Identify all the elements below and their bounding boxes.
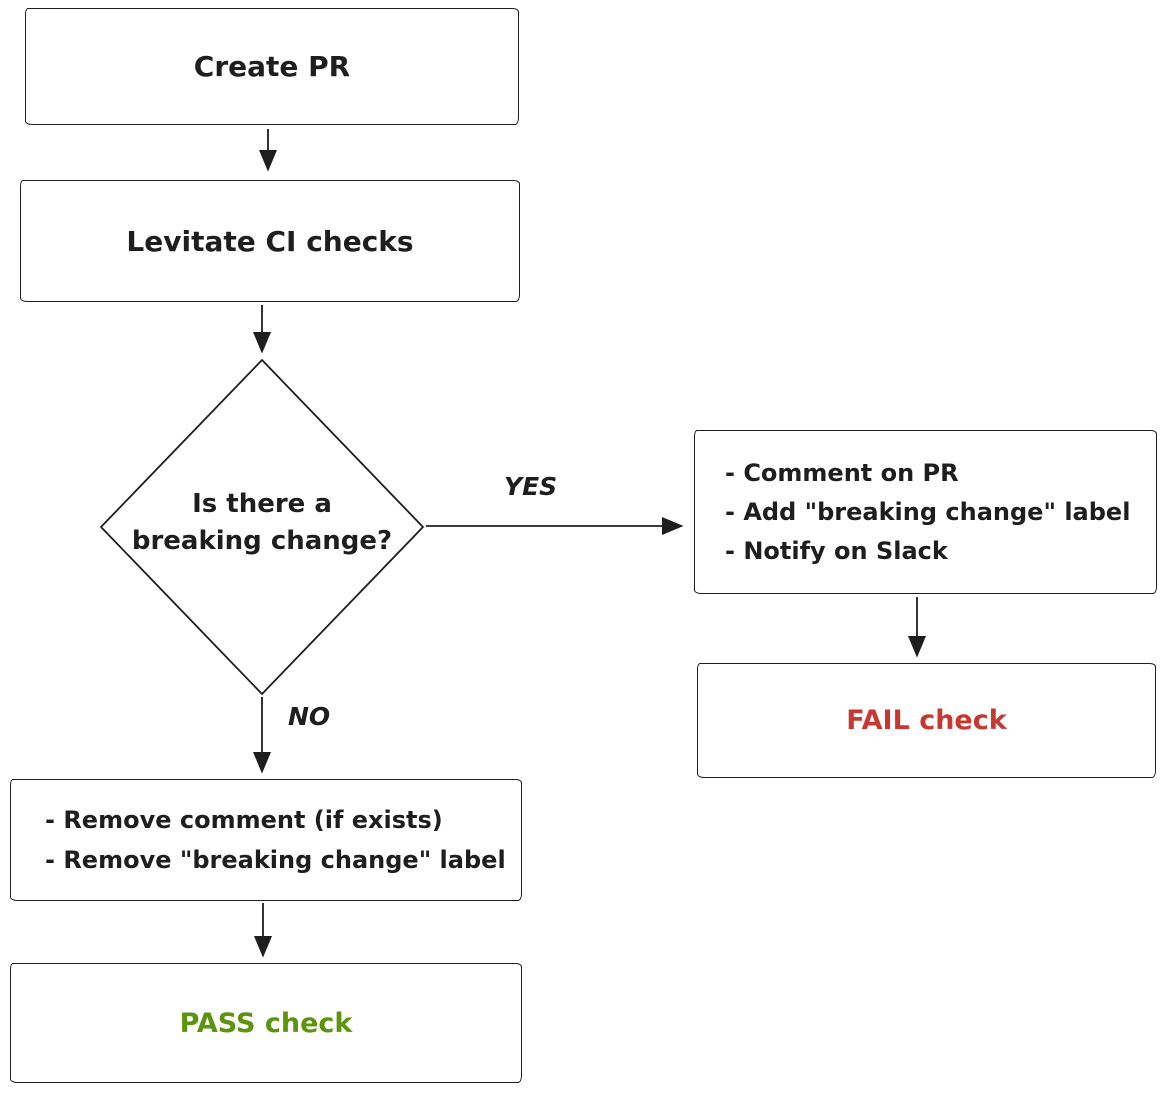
decision-breaking-change-label: Is there a breaking change? bbox=[131, 489, 393, 556]
node-fail-check: FAIL check bbox=[697, 663, 1156, 778]
node-yes-actions-label: - Comment on PR - Add "breaking change" … bbox=[725, 458, 1131, 565]
node-no-actions: - Remove comment (if exists) - Remove "b… bbox=[10, 779, 522, 901]
node-levitate-ci-checks: Levitate CI checks bbox=[20, 180, 520, 302]
edge-label-yes: YES bbox=[504, 472, 558, 501]
node-create-pr: Create PR bbox=[25, 8, 519, 125]
edge-label-no: NO bbox=[288, 702, 331, 731]
node-no-actions-label: - Remove comment (if exists) - Remove "b… bbox=[45, 806, 506, 874]
decision-diamond-shape bbox=[100, 359, 424, 695]
node-create-pr-label: Create PR bbox=[193, 50, 351, 83]
node-yes-actions: - Comment on PR - Add "breaking change" … bbox=[694, 430, 1157, 594]
node-pass-check: PASS check bbox=[10, 963, 522, 1083]
node-fail-check-label: FAIL check bbox=[846, 705, 1007, 736]
node-pass-check-label: PASS check bbox=[179, 1007, 353, 1039]
node-levitate-ci-checks-label: Levitate CI checks bbox=[126, 224, 414, 258]
